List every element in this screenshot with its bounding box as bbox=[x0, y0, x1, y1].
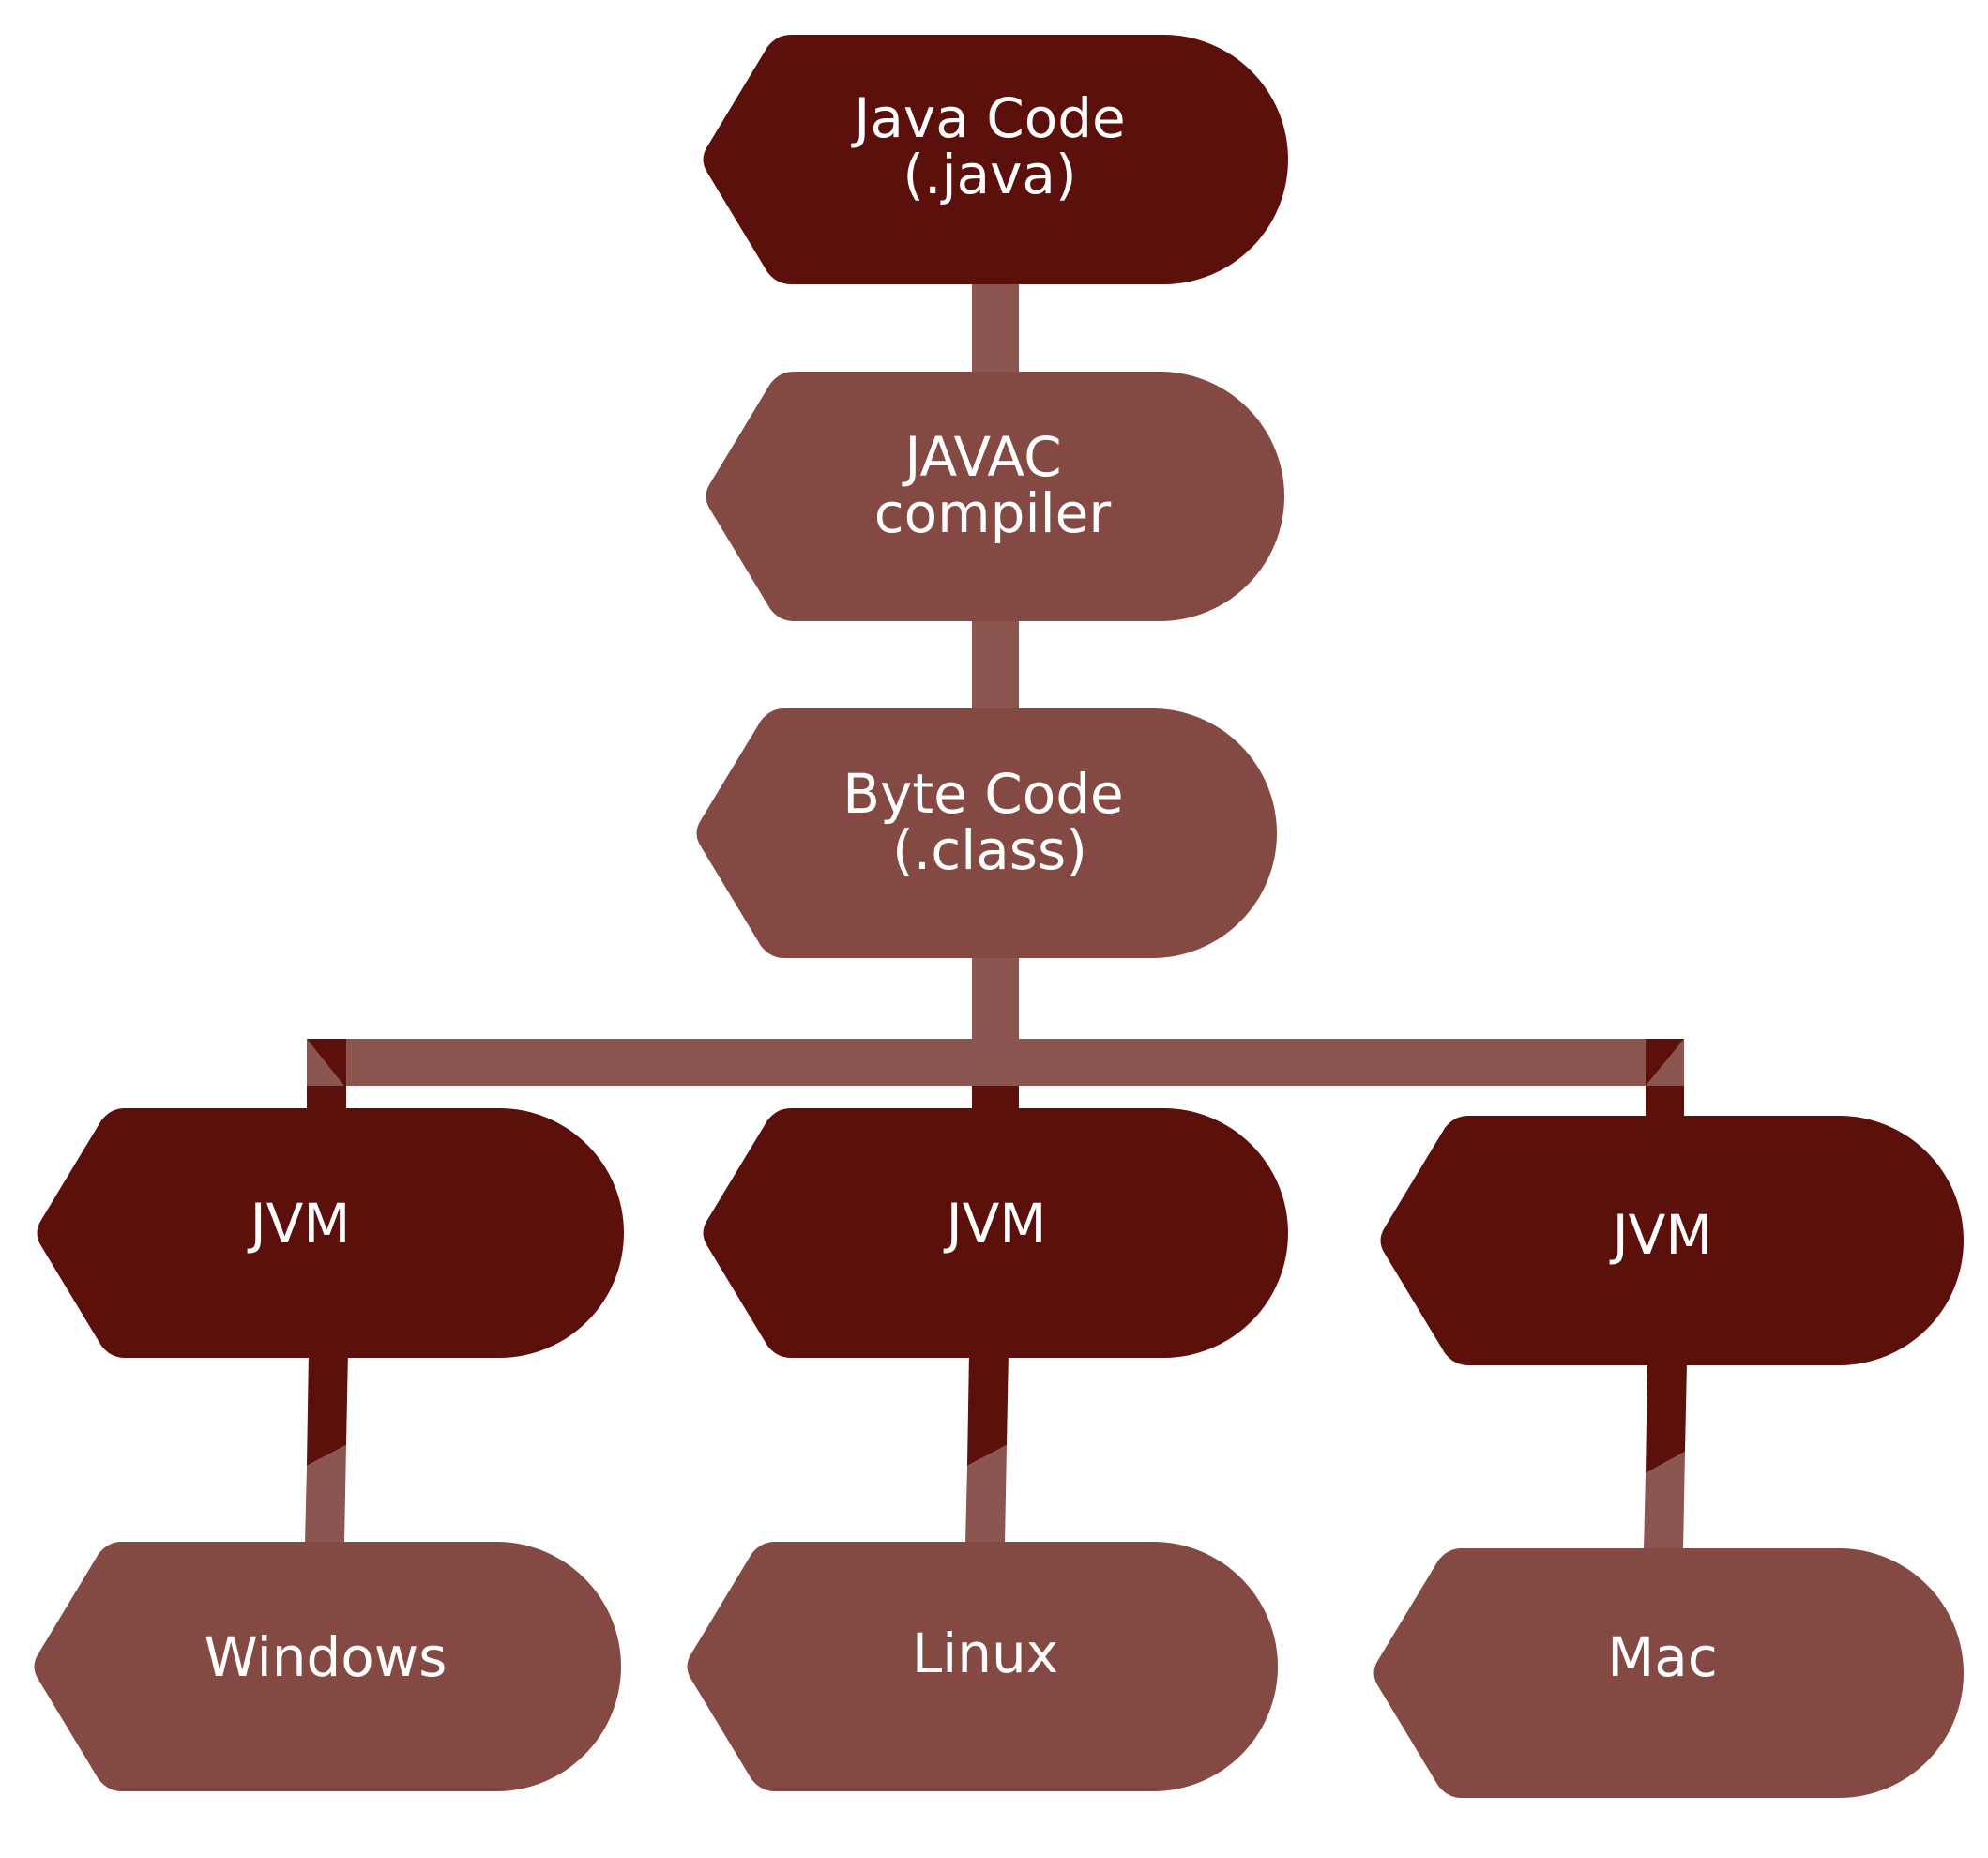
node-byte-code-line1: Byte Code bbox=[842, 762, 1123, 826]
node-jvm-right-label: JVM bbox=[1610, 1203, 1713, 1267]
node-windows-shape bbox=[34, 1542, 621, 1791]
node-linux: Linux bbox=[687, 1542, 1278, 1791]
node-byte-code: Byte Code (.class) bbox=[696, 708, 1277, 958]
node-windows: Windows bbox=[34, 1542, 621, 1791]
node-java-code-shape bbox=[703, 35, 1288, 284]
node-java-code-line2: (.java) bbox=[903, 143, 1076, 206]
node-windows-label: Windows bbox=[205, 1625, 448, 1689]
connector-bytecode-to-branch bbox=[972, 955, 1019, 1042]
drop-jvm-middle bbox=[972, 1086, 1019, 1109]
connector-jvm-to-mac-bottom bbox=[1644, 1452, 1685, 1550]
branch-bar bbox=[307, 1039, 1684, 1086]
drop-jvm-right-cap bbox=[1646, 1039, 1684, 1086]
node-jvm-middle-label: JVM bbox=[944, 1192, 1047, 1256]
connectors bbox=[305, 282, 1687, 1550]
node-jvm-left: JVM bbox=[37, 1108, 624, 1358]
node-jvm-right: JVM bbox=[1380, 1116, 1964, 1365]
node-mac-label: Mac bbox=[1607, 1625, 1717, 1689]
connector-jvm-to-linux-bottom bbox=[965, 1445, 1007, 1544]
node-java-code-line1: Java Code bbox=[851, 86, 1125, 150]
nodes: Java Code (.java) JAVAC compiler Byte Co… bbox=[34, 35, 1964, 1798]
node-jvm-left-label: JVM bbox=[248, 1192, 351, 1256]
node-mac: Mac bbox=[1373, 1548, 1964, 1798]
connector-jvm-to-linux-top bbox=[967, 1351, 1009, 1466]
node-linux-label: Linux bbox=[912, 1622, 1058, 1685]
connector-jvm-to-mac-top bbox=[1646, 1363, 1687, 1473]
node-byte-code-shape bbox=[696, 708, 1277, 958]
connector-jvm-to-windows-top bbox=[307, 1351, 348, 1466]
node-linux-shape bbox=[687, 1542, 1278, 1791]
node-javac-line1: JAVAC bbox=[902, 425, 1061, 489]
connector-jvm-to-windows-bottom bbox=[305, 1445, 346, 1544]
node-java-code: Java Code (.java) bbox=[703, 35, 1288, 284]
node-mac-shape bbox=[1373, 1548, 1964, 1798]
node-javac: JAVAC compiler bbox=[706, 372, 1284, 621]
connector-javac-to-bytecode bbox=[972, 617, 1019, 709]
node-javac-shape bbox=[706, 372, 1284, 621]
connector-java-to-javac bbox=[972, 282, 1019, 373]
node-jvm-middle-shape bbox=[703, 1108, 1288, 1358]
node-jvm-left-shape bbox=[37, 1108, 624, 1358]
node-jvm-middle: JVM bbox=[703, 1108, 1288, 1358]
drop-jvm-left-cap bbox=[307, 1039, 344, 1086]
node-javac-line2: compiler bbox=[874, 481, 1112, 545]
node-jvm-right-shape bbox=[1380, 1116, 1964, 1365]
node-byte-code-line2: (.class) bbox=[892, 818, 1087, 882]
